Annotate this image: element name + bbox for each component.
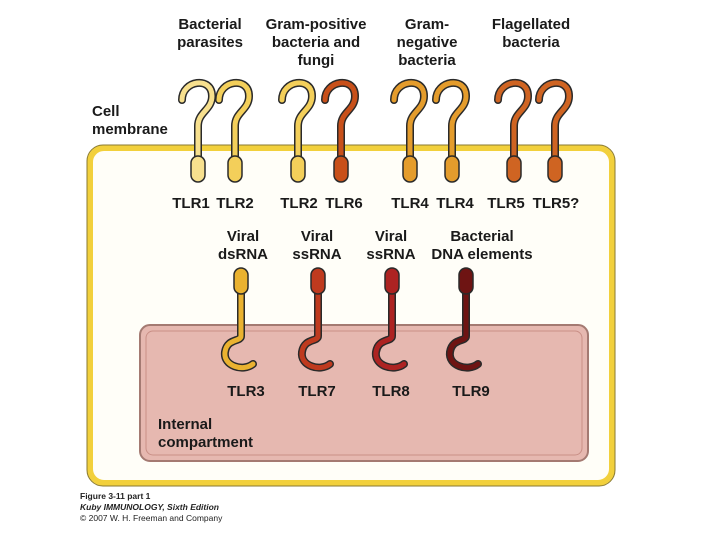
title-line: Viral (226, 228, 260, 245)
label-line: compartment (158, 434, 254, 451)
title-line: bacteria and (271, 34, 361, 51)
internal-compartment-label: Internal compartment (158, 416, 253, 452)
tlr-label-internal: TLR8 (372, 383, 410, 400)
title-line: Bacterial (450, 228, 514, 245)
tlr-label-surface: TLR2 (280, 195, 318, 212)
title-line: Gram- (404, 16, 450, 33)
tlr-label-surface: TLR4 (436, 195, 474, 212)
surface-receptor-glyph (321, 78, 360, 183)
tlr-label-surface: TLR5? (532, 195, 580, 212)
ligand-title-bacterial-dna: Bacterial DNA elements (424, 228, 540, 264)
ligand-title-viral-dsrna: Viral dsRNA (208, 228, 278, 264)
surface-receptor-glyph (390, 78, 429, 183)
ligand-title-bacterial-parasites: Bacterial parasites (162, 16, 258, 52)
receptor-layer (178, 78, 574, 372)
title-line: DNA elements (431, 246, 533, 263)
tlr-label-surface: TLR5 (487, 195, 525, 212)
tlr-label-internal: TLR9 (452, 383, 490, 400)
title-line: Viral (374, 228, 408, 245)
title-line: bacteria (502, 34, 560, 51)
label-line: Internal (158, 416, 213, 433)
caption-copyright: © 2007 W. H. Freeman and Company (80, 513, 223, 523)
title-line: Bacterial (178, 16, 242, 33)
internal-receptor-glyph (371, 267, 408, 372)
surface-receptor-glyph (432, 78, 471, 183)
title-line: fungi (297, 52, 335, 69)
title-line: bacteria (398, 52, 456, 69)
internal-receptor-glyph (297, 267, 334, 372)
label-line: Cell (92, 103, 120, 120)
ligand-title-flagellated: Flagellated bacteria (476, 16, 586, 52)
ligand-title-viral-ssrna-8: Viral ssRNA (356, 228, 426, 264)
tlr-label-surface: TLR1 (172, 195, 210, 212)
tlr-label-surface: TLR4 (391, 195, 429, 212)
surface-receptor-glyph (215, 78, 254, 183)
internal-receptor-glyph (445, 267, 482, 372)
figure-caption: Figure 3-11 part 1 Kuby IMMUNOLOGY, Sixt… (80, 491, 222, 524)
tlr-label-internal: TLR3 (227, 383, 265, 400)
surface-receptor-glyph (178, 78, 217, 183)
caption-book: Kuby IMMUNOLOGY, Sixth Edition (80, 502, 219, 512)
title-line: dsRNA (217, 246, 268, 263)
title-line: ssRNA (366, 246, 416, 263)
internal-receptor-glyph (220, 267, 257, 372)
title-line: Gram-positive (265, 16, 367, 33)
title-line: negative (396, 34, 458, 51)
tlr-label-surface: TLR2 (216, 195, 254, 212)
tlr-label-surface: TLR6 (325, 195, 363, 212)
tlr-label-internal: TLR7 (298, 383, 336, 400)
internal-compartment (139, 324, 589, 462)
surface-receptor-glyph (535, 78, 574, 183)
title-line: Flagellated (491, 16, 571, 33)
title-line: parasites (177, 34, 243, 51)
ligand-title-gram-negative: Gram- negative bacteria (384, 16, 470, 70)
ligand-title-gram-positive: Gram-positive bacteria and fungi (258, 16, 374, 70)
surface-receptor-glyph (278, 78, 317, 183)
caption-figure: Figure 3-11 part 1 (80, 491, 151, 501)
label-line: membrane (92, 121, 168, 138)
surface-receptor-glyph (494, 78, 533, 183)
internal-compartment-inner (145, 330, 583, 456)
title-line: Viral (300, 228, 334, 245)
cell-outline-edge (86, 144, 616, 487)
ligand-title-viral-ssrna-7: Viral ssRNA (282, 228, 352, 264)
cell-membrane-label: Cell membrane (92, 103, 168, 139)
title-line: ssRNA (292, 246, 342, 263)
